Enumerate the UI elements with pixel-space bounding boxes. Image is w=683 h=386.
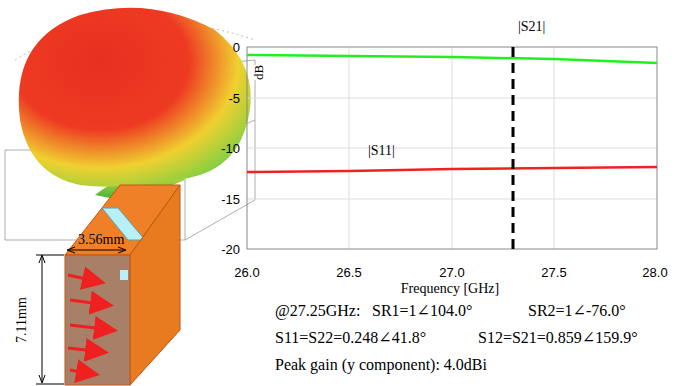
curve-label: |S21| <box>518 20 545 34</box>
axis-tick: 27.5 <box>541 266 566 279</box>
axis-title: Frequency [GHz] <box>401 282 499 296</box>
note-text: SR1=1∠104.0° <box>372 303 472 319</box>
axis-tick: -5 <box>228 92 240 105</box>
axis-tick: 28.0 <box>642 266 667 279</box>
note-text: S12=S21=0.859∠159.9° <box>478 330 638 346</box>
note-text: @27.25GHz: <box>275 303 360 319</box>
axis-tick: -20 <box>221 243 240 256</box>
note-text: SR2=1∠-76.0° <box>528 303 626 319</box>
axis-tick: 27.0 <box>439 266 464 279</box>
axis-tick: 26.0 <box>234 266 259 279</box>
axis-tick: -10 <box>221 142 240 155</box>
axis-tick: 0 <box>233 41 240 54</box>
dimension-label: 7.11mm <box>15 297 29 343</box>
curve-label: |S11| <box>368 144 395 158</box>
note-text: S11=S22=0.248∠41.8° <box>275 330 426 346</box>
axis-tick: -15 <box>221 193 240 206</box>
dimension-label: 3.56mm <box>78 233 124 247</box>
axis-title: dB <box>252 64 265 79</box>
axis-tick: 26.5 <box>336 266 361 279</box>
note-text: Peak gain (y component): 4.0dBi <box>275 357 487 373</box>
